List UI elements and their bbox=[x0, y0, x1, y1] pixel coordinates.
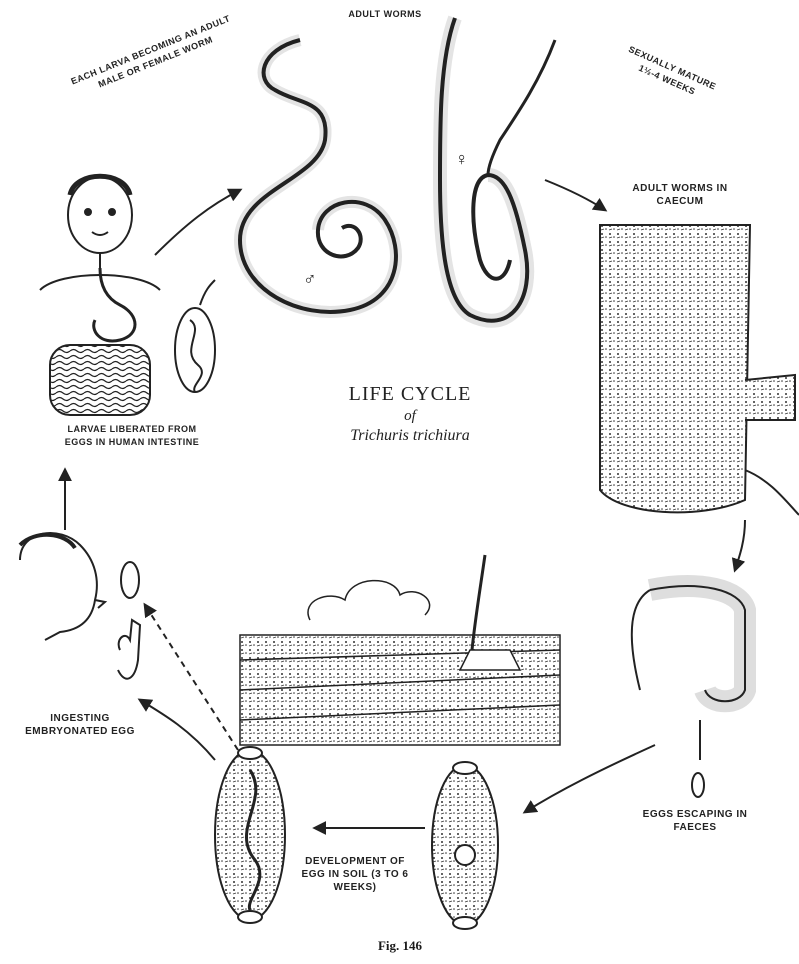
arrow-dashed-egg-to-mouth bbox=[145, 605, 238, 750]
label-adult-worms-caecum: ADULT WORMS IN CAECUM bbox=[625, 182, 735, 208]
landscape bbox=[240, 555, 560, 745]
label-adult-worms: ADULT WORMS bbox=[330, 8, 440, 21]
female-worm bbox=[440, 18, 555, 321]
figure-caption: Fig. 146 bbox=[350, 938, 450, 954]
colon bbox=[632, 586, 745, 797]
label-larvae-liberated: LARVAE LIBERATED FROM EGGS IN HUMAN INTE… bbox=[62, 423, 202, 449]
hatching-egg bbox=[175, 280, 215, 392]
title-line-1: LIFE CYCLE bbox=[300, 383, 520, 406]
arrow-caecum-to-colon bbox=[735, 520, 745, 570]
title-line-2: of bbox=[300, 408, 520, 425]
label-development: DEVELOPMENT OF EGG IN SOIL (3 TO 6 WEEKS… bbox=[300, 855, 410, 894]
male-worm bbox=[240, 40, 396, 312]
arrow-child-to-worms bbox=[155, 190, 240, 255]
label-ingesting: INGESTING EMBRYONATED EGG bbox=[20, 712, 140, 738]
arrow-egg-to-ingest bbox=[140, 700, 215, 760]
title-line-3: Trichuris trichiura bbox=[300, 427, 520, 445]
male-symbol: ♂ bbox=[303, 269, 317, 289]
label-eggs-escaping: EGGS ESCAPING IN FAECES bbox=[620, 808, 770, 834]
arrow-faeces-to-egg bbox=[525, 745, 655, 812]
diagram-title: LIFE CYCLE of Trichuris trichiura bbox=[300, 383, 520, 445]
child-figure bbox=[40, 176, 160, 415]
egg-embryonated bbox=[215, 747, 285, 923]
female-symbol: ♀ bbox=[455, 149, 469, 169]
child-profile bbox=[20, 533, 140, 679]
caecum bbox=[600, 225, 799, 515]
egg-developing bbox=[432, 762, 498, 929]
arrow-worms-to-caecum bbox=[545, 180, 605, 210]
